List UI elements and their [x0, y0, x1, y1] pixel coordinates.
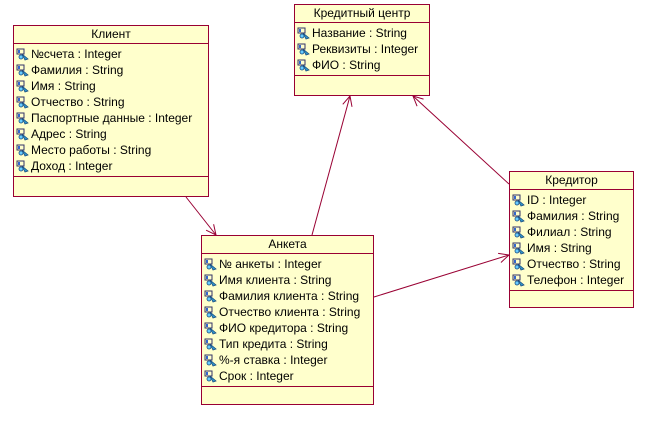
attribute-key-icon	[512, 257, 526, 271]
attribute-key-icon	[204, 273, 218, 287]
attribute-text: № анкеты : Integer	[219, 257, 322, 271]
attribute-text: Адрес : String	[31, 127, 107, 141]
attribute-row[interactable]: Название : String	[297, 25, 429, 41]
operations-compartment	[14, 176, 208, 191]
attribute-row[interactable]: № анкеты : Integer	[204, 256, 373, 272]
attribute-key-icon	[512, 209, 526, 223]
attribute-text: Отчество : String	[527, 257, 621, 271]
attribute-text: Место работы : String	[31, 143, 152, 157]
attribute-text: Отчество : String	[31, 95, 125, 109]
attribute-key-icon	[204, 289, 218, 303]
attribute-key-icon	[16, 79, 30, 93]
class-name: Кредитный центр	[295, 5, 429, 23]
attribute-row[interactable]: Реквизиты : Integer	[297, 41, 429, 57]
attribute-text: Имя : String	[31, 79, 96, 93]
attribute-text: Тип кредита : String	[219, 337, 328, 351]
attribute-row[interactable]: Доход : Integer	[16, 158, 208, 174]
arrowhead	[412, 95, 424, 107]
operations-compartment	[510, 290, 633, 305]
attribute-key-icon	[297, 42, 311, 56]
association-arrow[interactable]	[185, 196, 217, 236]
attribute-row[interactable]: Тип кредита : String	[204, 336, 373, 352]
attribute-key-icon	[204, 257, 218, 271]
attribute-text: ID : Integer	[527, 193, 587, 207]
attribute-text: Паспортные данные : Integer	[31, 111, 193, 125]
attribute-text: Название : String	[312, 26, 407, 40]
attribute-row[interactable]: %-я ставка : Integer	[204, 352, 373, 368]
association-arrow[interactable]	[412, 95, 510, 185]
attribute-key-icon	[16, 47, 30, 61]
attribute-key-icon	[204, 321, 218, 335]
attribute-row[interactable]: ФИО кредитора : String	[204, 320, 373, 336]
attribute-key-icon	[512, 273, 526, 287]
attribute-text: Фамилия : String	[31, 63, 124, 77]
attribute-text: Срок : Integer	[219, 369, 294, 383]
attribute-text: ФИО кредитора : String	[219, 321, 349, 335]
attribute-row[interactable]: Имя : String	[16, 78, 208, 94]
attribute-row[interactable]: Срок : Integer	[204, 368, 373, 384]
attribute-key-icon	[204, 337, 218, 351]
attribute-key-icon	[512, 241, 526, 255]
class-name: Кредитор	[510, 172, 633, 190]
attribute-text: Отчество клиента : String	[219, 305, 361, 319]
attribute-row[interactable]: Имя клиента : String	[204, 272, 373, 288]
attribute-key-icon	[204, 305, 218, 319]
attribute-text: %-я ставка : Integer	[219, 353, 328, 367]
class-name: Анкета	[202, 236, 373, 254]
operations-compartment	[202, 386, 373, 401]
attribute-row[interactable]: Телефон : Integer	[512, 272, 633, 288]
attribute-row[interactable]: Фамилия клиента : String	[204, 288, 373, 304]
attribute-key-icon	[16, 159, 30, 173]
attribute-text: Доход : Integer	[31, 159, 113, 173]
attribute-row[interactable]: ID : Integer	[512, 192, 633, 208]
class-name: Клиент	[14, 26, 208, 44]
attribute-row[interactable]: Имя : String	[512, 240, 633, 256]
attribute-text: Фамилия : String	[527, 209, 620, 223]
attribute-text: Телефон : Integer	[527, 273, 625, 287]
attribute-key-icon	[16, 95, 30, 109]
attribute-row[interactable]: №счета : Integer	[16, 46, 208, 62]
attribute-row[interactable]: Отчество : String	[512, 256, 633, 272]
attribute-key-icon	[204, 353, 218, 367]
attribute-row[interactable]: Фамилия : String	[512, 208, 633, 224]
attribute-row[interactable]: Отчество клиента : String	[204, 304, 373, 320]
attribute-key-icon	[512, 225, 526, 239]
attribute-text: Имя клиента : String	[219, 273, 332, 287]
attribute-row[interactable]: Место работы : String	[16, 142, 208, 158]
attribute-row[interactable]: Паспортные данные : Integer	[16, 110, 208, 126]
attribute-text: ФИО : String	[312, 58, 381, 72]
attribute-row[interactable]: Отчество : String	[16, 94, 208, 110]
attribute-text: Филиал : String	[527, 225, 612, 239]
attribute-key-icon	[16, 143, 30, 157]
attribute-row[interactable]: Фамилия : String	[16, 62, 208, 78]
attribute-key-icon	[16, 127, 30, 141]
attribute-key-icon	[16, 111, 30, 125]
attribute-row[interactable]: ФИО : String	[297, 57, 429, 73]
operations-compartment	[295, 75, 429, 90]
association-arrow[interactable]	[311, 94, 353, 236]
attribute-text: №счета : Integer	[31, 47, 122, 61]
attribute-key-icon	[16, 63, 30, 77]
association-arrow[interactable]	[373, 252, 511, 298]
attribute-key-icon	[204, 369, 218, 383]
arrowhead	[342, 94, 353, 107]
attribute-row[interactable]: Филиал : String	[512, 224, 633, 240]
attribute-key-icon	[512, 193, 526, 207]
attribute-row[interactable]: Адрес : String	[16, 126, 208, 142]
attribute-text: Фамилия клиента : String	[219, 289, 360, 303]
attribute-text: Имя : String	[527, 241, 592, 255]
attribute-text: Реквизиты : Integer	[312, 42, 419, 56]
attribute-key-icon	[297, 58, 311, 72]
attribute-key-icon	[297, 26, 311, 40]
